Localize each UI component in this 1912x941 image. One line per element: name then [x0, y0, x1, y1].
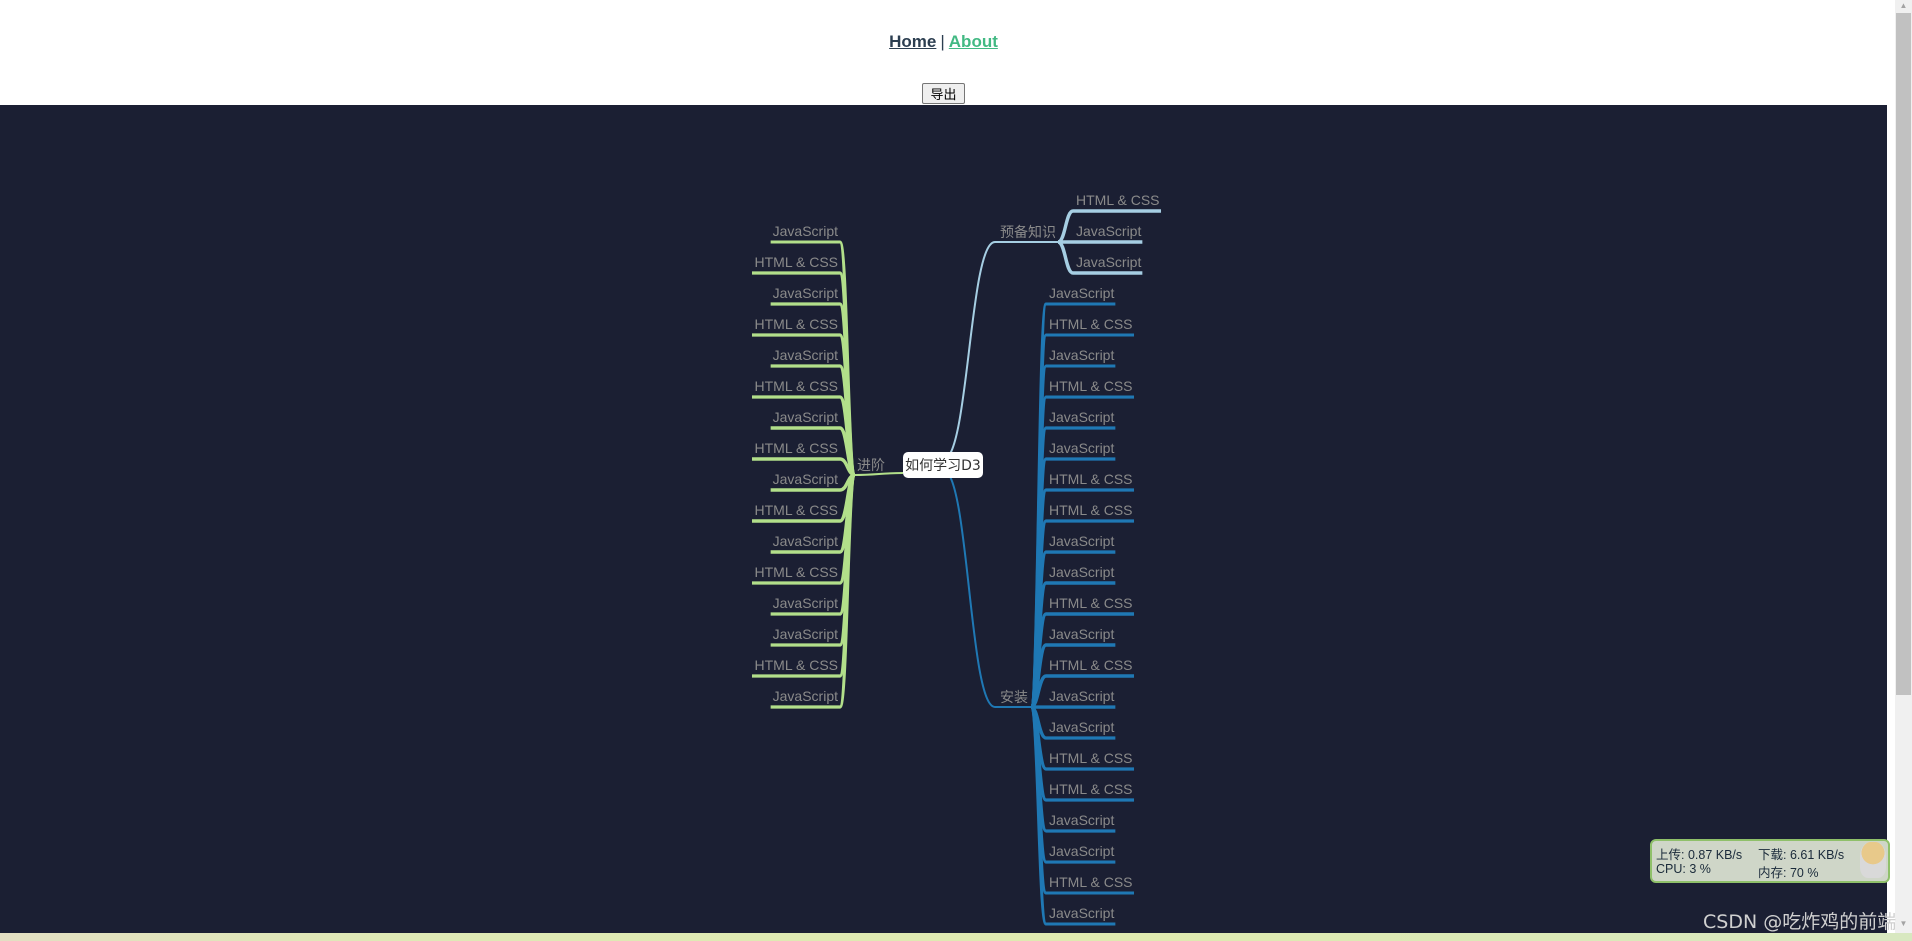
export-button[interactable]: 导出: [922, 83, 965, 104]
child-label: HTML & CSS: [1076, 192, 1160, 208]
child-label: HTML & CSS: [755, 316, 839, 332]
child-label: JavaScript: [1049, 285, 1114, 301]
memory-usage: 内存: 70 %: [1758, 866, 1819, 880]
child-link: [770, 473, 857, 709]
child-label: HTML & CSS: [755, 657, 839, 673]
child-label: JavaScript: [1049, 440, 1114, 456]
child-label: HTML & CSS: [755, 440, 839, 456]
child-label: JavaScript: [1049, 564, 1114, 580]
child-label: JavaScript: [773, 285, 838, 301]
child-link: [770, 473, 857, 647]
root-node: [903, 452, 983, 478]
child-label: HTML & CSS: [1049, 874, 1133, 890]
branch-link: [942, 469, 1031, 708]
child-label: JavaScript: [1049, 347, 1114, 363]
child-label: HTML & CSS: [1049, 595, 1133, 611]
child-label: HTML & CSS: [755, 254, 839, 270]
scrollbar-thumb[interactable]: [1896, 13, 1911, 695]
child-label: HTML & CSS: [1049, 471, 1133, 487]
child-label: HTML & CSS: [1049, 750, 1133, 766]
watermark: CSDN @吃炸鸡的前端: [1703, 911, 1897, 933]
child-label: JavaScript: [1049, 533, 1114, 549]
child-label: JavaScript: [1049, 626, 1114, 642]
child-label: HTML & CSS: [755, 564, 839, 580]
branch-label: 预备知识: [1000, 224, 1056, 240]
child-label: JavaScript: [1049, 812, 1114, 828]
child-label: HTML & CSS: [1049, 316, 1133, 332]
mascot-icon: [1860, 842, 1886, 878]
child-label: JavaScript: [773, 347, 838, 363]
branch-label: 安装: [1000, 689, 1028, 705]
branch-link: [854, 472, 904, 476]
child-label: JavaScript: [773, 533, 838, 549]
child-label: HTML & CSS: [755, 502, 839, 518]
child-label: JavaScript: [1049, 843, 1114, 859]
branch-link: [942, 241, 1058, 461]
child-link: [1057, 240, 1143, 275]
child-label: JavaScript: [773, 471, 838, 487]
child-label: HTML & CSS: [1049, 657, 1133, 673]
network-monitor-widget[interactable]: 上传: 0.87 KB/s 下载: 6.61 KB/s CPU: 3 % 内存:…: [1650, 839, 1890, 883]
branch-label: 进阶: [857, 457, 885, 473]
scroll-up-arrow-icon[interactable]: ▲: [1899, 1, 1908, 10]
nav-link-about[interactable]: About: [948, 32, 998, 51]
top-nav: Home|About: [0, 32, 1887, 52]
child-label: JavaScript: [773, 626, 838, 642]
child-label: JavaScript: [1049, 409, 1114, 425]
child-label: HTML & CSS: [1049, 502, 1133, 518]
nav-separator: |: [940, 32, 945, 51]
child-label: JavaScript: [1076, 223, 1141, 239]
child-label: HTML & CSS: [755, 378, 839, 394]
child-label: JavaScript: [773, 409, 838, 425]
cpu-usage: CPU: 3 %: [1656, 862, 1711, 876]
child-label: JavaScript: [1076, 254, 1141, 270]
child-label: JavaScript: [1049, 719, 1114, 735]
taskbar: [0, 933, 1912, 941]
child-label: HTML & CSS: [1049, 781, 1133, 797]
root-label: 如何学习D3: [905, 458, 981, 474]
child-label: JavaScript: [773, 595, 838, 611]
vertical-scrollbar[interactable]: ▲ ▼: [1895, 0, 1912, 933]
child-label: HTML & CSS: [1049, 378, 1133, 394]
child-label: JavaScript: [773, 223, 838, 239]
nav-link-home[interactable]: Home: [889, 32, 937, 51]
child-label: JavaScript: [773, 688, 838, 704]
child-label: JavaScript: [1049, 688, 1114, 704]
upload-speed: 上传: 0.87 KB/s: [1656, 848, 1743, 862]
scroll-down-arrow-icon[interactable]: ▼: [1899, 919, 1908, 928]
download-speed: 下载: 6.61 KB/s: [1758, 848, 1845, 862]
child-label: JavaScript: [1049, 905, 1114, 921]
child-link: [1029, 705, 1116, 926]
